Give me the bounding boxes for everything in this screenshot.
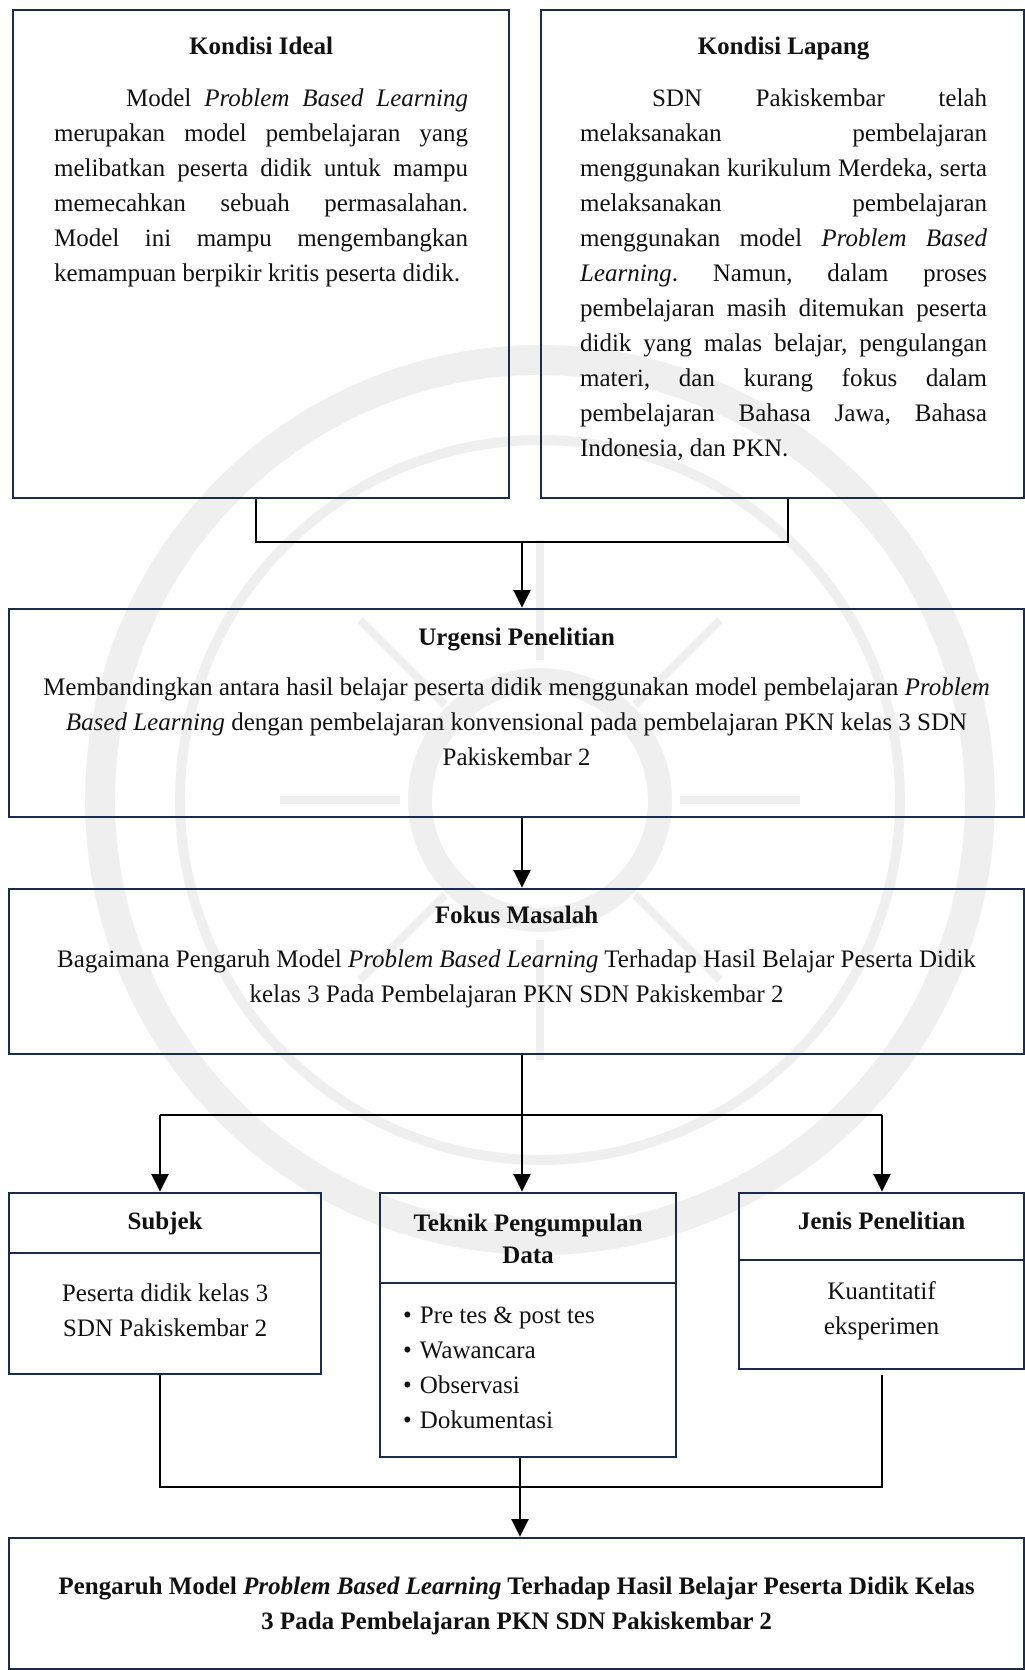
kondisi-lapang-title: Kondisi Lapang bbox=[697, 33, 870, 60]
teknik-box: Teknik Pengumpulan Data Pre tes & post t… bbox=[379, 1192, 677, 1458]
urgensi-title: Urgensi Penelitian bbox=[418, 624, 615, 651]
urgensi-penelitian-box: Urgensi Penelitian Membandingkan antara … bbox=[8, 608, 1025, 818]
subjek-text: Peserta didik kelas 3 SDN Pakiskembar 2 bbox=[61, 1280, 269, 1342]
subjek-box: Subjek Peserta didik kelas 3 SDN Pakiske… bbox=[8, 1192, 322, 1375]
kondisi-ideal-box: Kondisi Ideal Model Problem Based Learni… bbox=[12, 9, 510, 499]
teknik-item: Observasi bbox=[403, 1368, 595, 1403]
text-run: dengan pembelajaran konvensional pada pe… bbox=[224, 709, 968, 771]
fokus-text: Bagaimana Pengaruh Model Problem Based L… bbox=[30, 942, 1003, 1012]
connector-lapang bbox=[522, 497, 789, 543]
text-run: Pengaruh Model bbox=[58, 1573, 244, 1600]
italic-term: Problem Based Learning bbox=[243, 1573, 502, 1600]
teknik-list: Pre tes & post tes Wawancara Observasi D… bbox=[403, 1298, 595, 1438]
kondisi-ideal-text: Model Problem Based Learning merupakan m… bbox=[54, 81, 468, 291]
italic-term: Problem Based Learning bbox=[580, 225, 987, 287]
jenis-text: Kuantitatif eksperimen bbox=[823, 1278, 940, 1340]
connector-fokus-branch bbox=[160, 1055, 882, 1116]
teknik-item: Dokumentasi bbox=[403, 1403, 595, 1438]
urgensi-text: Membandingkan antara hasil belajar peser… bbox=[30, 670, 1003, 775]
subjek-title: Subjek bbox=[127, 1208, 203, 1235]
text-run: SDN Pakiskembar telah melaksanakan pembe… bbox=[580, 85, 987, 252]
italic-term: Problem Based Learning bbox=[65, 674, 990, 736]
teknik-title: Teknik Pengumpulan Data bbox=[413, 1210, 643, 1269]
jenis-penelitian-box: Jenis Penelitian Kuantitatif eksperimen bbox=[738, 1192, 1025, 1370]
text-run: Terhadap Hasil Belajar Peserta Didik Kel… bbox=[261, 1573, 975, 1635]
hasil-text: Pengaruh Model Problem Based Learning Te… bbox=[50, 1569, 983, 1639]
text-run: Model bbox=[126, 85, 205, 112]
fokus-title: Fokus Masalah bbox=[434, 902, 599, 929]
kondisi-ideal-title: Kondisi Ideal bbox=[189, 33, 333, 60]
italic-term: Problem Based Learning bbox=[347, 946, 599, 973]
kondisi-lapang-text: SDN Pakiskembar telah melaksanakan pembe… bbox=[580, 81, 987, 466]
text-run: Terhadap Hasil Belajar Peserta Didik kel… bbox=[249, 946, 976, 1008]
text-run: Bagaimana Pengaruh Model bbox=[57, 946, 348, 973]
kondisi-lapang-box: Kondisi Lapang SDN Pakiskembar telah mel… bbox=[540, 9, 1025, 499]
text-run: merupakan model pembelajaran yang meliba… bbox=[54, 120, 468, 287]
text-run: Membandingkan antara hasil belajar peser… bbox=[43, 674, 905, 701]
jenis-title: Jenis Penelitian bbox=[797, 1208, 966, 1235]
connector-ideal bbox=[255, 497, 522, 543]
hasil-box: Pengaruh Model Problem Based Learning Te… bbox=[8, 1537, 1025, 1670]
teknik-item: Pre tes & post tes bbox=[403, 1298, 595, 1333]
text-run: . Namun, dalam proses pembelajaran masih… bbox=[580, 260, 987, 462]
teknik-item: Wawancara bbox=[403, 1333, 595, 1368]
italic-term: Problem Based Learning bbox=[204, 85, 468, 112]
fokus-masalah-box: Fokus Masalah Bagaimana Pengaruh Model P… bbox=[8, 888, 1025, 1055]
